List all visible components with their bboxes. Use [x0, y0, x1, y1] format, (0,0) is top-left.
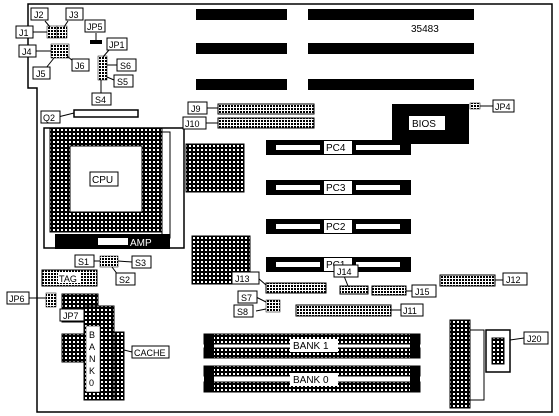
svg-text:N: N — [89, 354, 96, 364]
svg-text:BANK 0: BANK 0 — [293, 375, 329, 386]
label-j1: J1 — [15, 25, 47, 39]
board-id: 35483 — [411, 24, 439, 35]
svg-text:BANK 1: BANK 1 — [293, 341, 329, 352]
svg-text:A: A — [89, 342, 95, 352]
pci-slot-pc3: PC3 — [266, 180, 411, 195]
svg-text:B: B — [89, 330, 95, 340]
label-jp7: JP7 — [59, 308, 85, 322]
expansion-slots-top — [196, 9, 474, 90]
svg-text:J12: J12 — [506, 275, 521, 285]
label-j3: J3 — [63, 7, 84, 28]
memory-bank-1: BANK 1 — [203, 333, 421, 359]
svg-text:Q2: Q2 — [43, 113, 55, 123]
header-j15: J15 — [371, 284, 437, 298]
header-j14: J14 — [333, 264, 369, 295]
bios-chip: BIOS — [392, 104, 469, 144]
connector-j20: J20 — [485, 329, 549, 373]
jumper-s7-s8: S7 S8 — [233, 290, 281, 318]
svg-text:J5: J5 — [36, 69, 46, 79]
svg-text:PC3: PC3 — [326, 183, 346, 194]
svg-text:J1: J1 — [19, 28, 29, 38]
q2-component: Q2 — [40, 109, 139, 124]
chipset-upper — [185, 143, 245, 193]
svg-text:JP5: JP5 — [87, 22, 103, 32]
svg-text:JP7: JP7 — [63, 311, 79, 321]
svg-text:J10: J10 — [185, 119, 200, 129]
label-j2: J2 — [30, 7, 51, 28]
cpu-label: CPU — [92, 175, 113, 186]
svg-text:J13: J13 — [235, 274, 250, 284]
jumpers-s1-s3: S1 S3 S2 — [74, 254, 152, 286]
label-s5: S5 — [106, 74, 134, 88]
svg-text:TAG: TAG — [59, 274, 77, 284]
svg-text:0: 0 — [89, 378, 94, 388]
svg-text:K: K — [89, 366, 95, 376]
power-connector — [449, 319, 485, 409]
amp-label: AMP — [130, 238, 152, 249]
svg-text:J4: J4 — [22, 47, 32, 57]
jumper-jp4: JP4 — [469, 99, 515, 113]
svg-text:S8: S8 — [237, 307, 248, 317]
label-jp1: JP1 — [102, 37, 128, 58]
svg-text:BIOS: BIOS — [412, 119, 436, 130]
header-j12: J12 — [439, 272, 528, 287]
header-j11: J11 — [295, 303, 424, 317]
svg-text:S3: S3 — [135, 258, 146, 268]
pci-slot-pc4: PC4 — [266, 140, 411, 155]
svg-text:S7: S7 — [241, 293, 252, 303]
svg-text:J6: J6 — [75, 61, 85, 71]
svg-text:S1: S1 — [78, 257, 89, 267]
svg-text:S2: S2 — [119, 275, 130, 285]
svg-text:J14: J14 — [337, 267, 352, 277]
label-s4: S4 — [91, 80, 112, 106]
svg-text:J20: J20 — [527, 334, 542, 344]
label-s6: S6 — [107, 58, 137, 72]
svg-text:JP6: JP6 — [9, 294, 25, 304]
pci-slot-pc2: PC2 — [266, 219, 411, 234]
header-j9: J9 — [187, 101, 315, 115]
label-j5: J5 — [32, 57, 55, 80]
tag-ram: TAG — [41, 269, 98, 287]
svg-text:J9: J9 — [191, 104, 201, 114]
header-j10: J10 — [182, 116, 315, 130]
cache-chips: B A N K 0 — [61, 293, 125, 401]
label-cache: CACHE — [123, 345, 170, 359]
svg-text:J11: J11 — [403, 306, 417, 316]
svg-text:J2: J2 — [34, 10, 44, 20]
svg-text:JP1: JP1 — [109, 40, 125, 50]
svg-text:J15: J15 — [415, 287, 430, 297]
header-j13: J13 — [231, 271, 327, 294]
jumper-jp6: JP6 — [6, 291, 57, 308]
memory-bank-0: BANK 0 — [203, 365, 421, 393]
label-j4: J4 — [18, 44, 51, 58]
cpu-socket: CPU AMP — [43, 127, 185, 249]
svg-text:S4: S4 — [95, 95, 106, 105]
svg-text:JP4: JP4 — [495, 102, 511, 112]
svg-text:PC2: PC2 — [326, 222, 346, 233]
svg-text:J3: J3 — [69, 10, 79, 20]
svg-text:CACHE: CACHE — [134, 348, 166, 358]
svg-text:S5: S5 — [117, 77, 128, 87]
svg-text:PC4: PC4 — [326, 143, 346, 154]
svg-text:S6: S6 — [120, 61, 131, 71]
label-j6: J6 — [66, 55, 90, 72]
label-jp5: JP5 — [84, 19, 106, 40]
